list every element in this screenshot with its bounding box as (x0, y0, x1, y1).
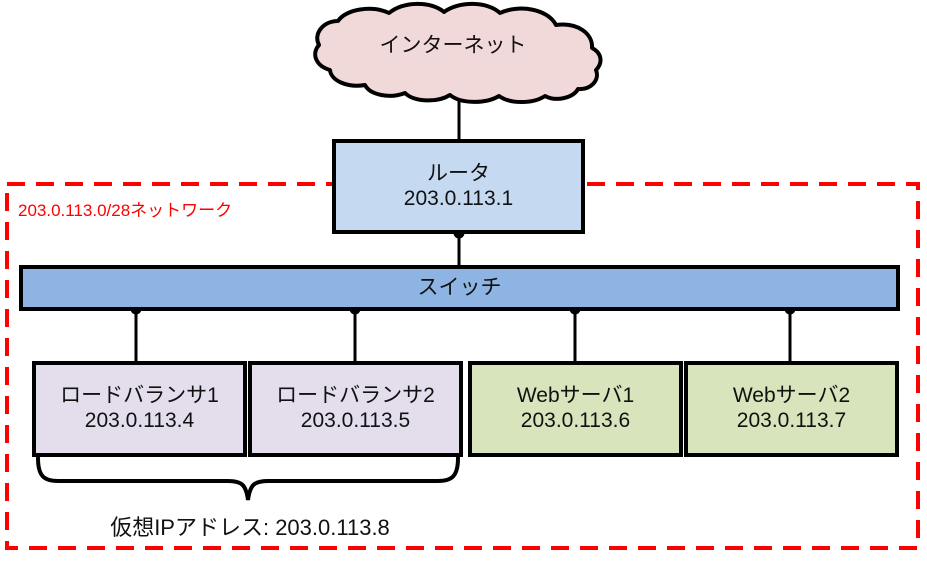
node-box-web-server-1[interactable] (468, 361, 683, 457)
node-box-load-balancer-1[interactable] (32, 361, 247, 457)
network-boundary-label: 203.0.113.0/28ネットワーク (18, 201, 233, 220)
switch-bar[interactable] (19, 265, 900, 311)
router-box[interactable] (332, 139, 585, 234)
curly-brace-icon (36, 456, 460, 501)
node-box-load-balancer-2[interactable] (248, 361, 463, 457)
node-box-web-server-2[interactable] (684, 361, 899, 457)
cloud-icon (313, 1, 603, 104)
virtual-ip-label: 仮想IPアドレス: 203.0.113.8 (110, 515, 390, 540)
